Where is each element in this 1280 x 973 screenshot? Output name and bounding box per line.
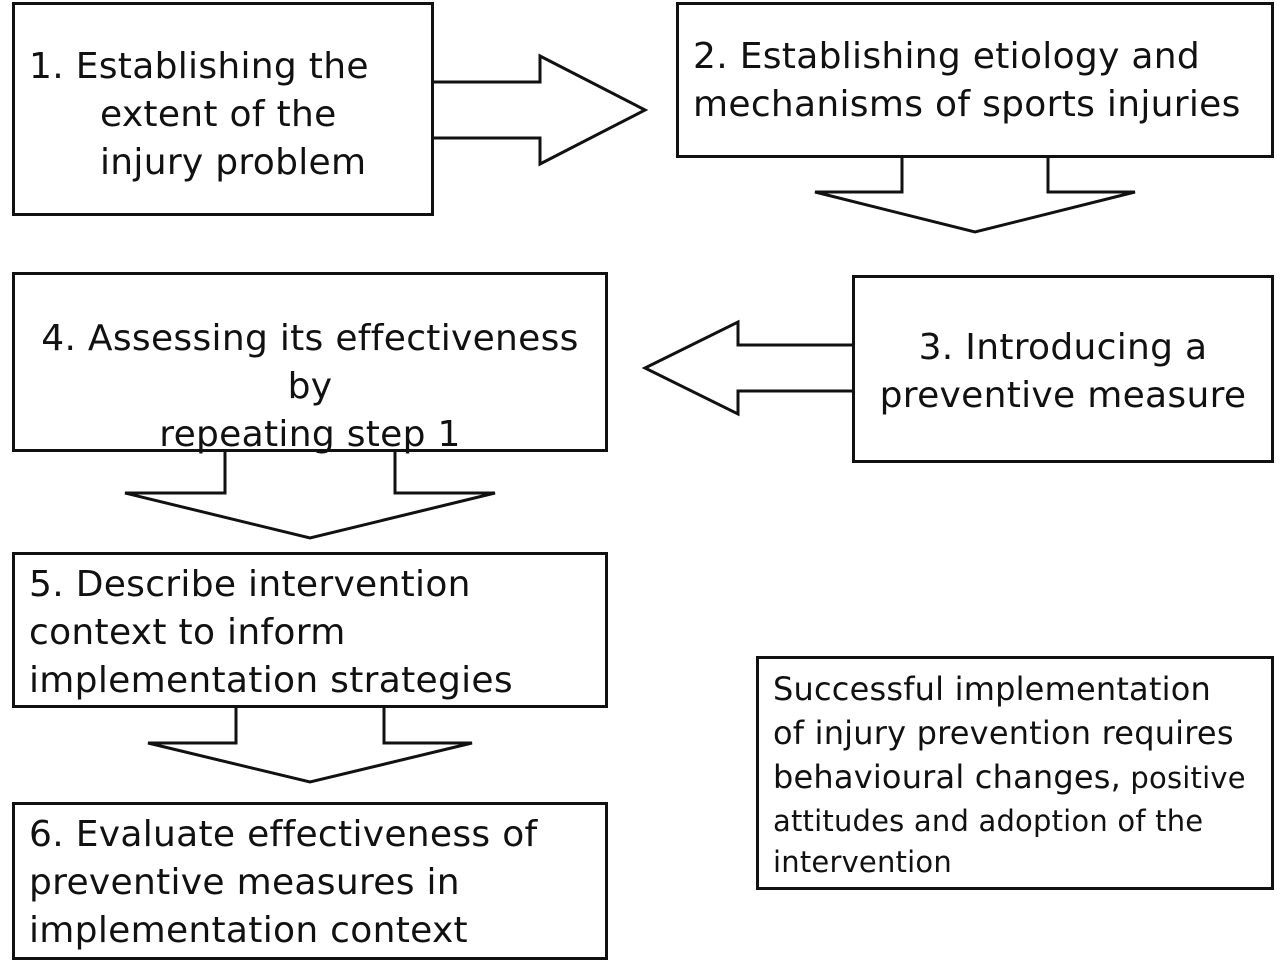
arrow-step5-to-step6 — [147, 704, 473, 784]
step-1-line-3: injury problem — [100, 142, 367, 183]
step-1-box: 1. Establishing the extent of the injury… — [12, 2, 434, 216]
implementation-note-box: Successful implementation of injury prev… — [756, 656, 1274, 890]
note-line-3: behavioural changes, positive — [773, 755, 1271, 800]
note-line-1: Successful implementation — [773, 670, 1211, 708]
step-3-box: 3. Introducing a preventive measure — [852, 275, 1274, 463]
note-line-3-main: behavioural changes, — [773, 758, 1122, 796]
step-6-line-1: 6. Evaluate effectiveness of — [29, 814, 538, 855]
step-5-line-3: implementation strategies — [29, 660, 513, 701]
step-3-line-1: 3. Introducing a — [918, 327, 1208, 368]
note-line-3-small: positive — [1121, 761, 1246, 795]
step-4-line-2: repeating step 1 — [159, 414, 461, 455]
note-line-2: of injury prevention requires — [773, 714, 1234, 752]
arrow-step1-to-step2 — [430, 53, 649, 167]
note-line-4: attitudes and adoption of the — [773, 804, 1204, 838]
step-6-line-3: implementation context — [29, 910, 468, 951]
arrow-step4-to-step5 — [124, 448, 496, 540]
step-4-box: 4. Assessing its effectiveness by repeat… — [12, 272, 608, 455]
step-1-line-1: 1. Establishing the — [29, 46, 369, 87]
step-3-line-2: preventive measure — [879, 375, 1247, 416]
step-2-line-2: mechanisms of sports injuries — [693, 84, 1241, 125]
step-4-line-1: 4. Assessing its effectiveness by — [41, 318, 579, 407]
arrow-step2-to-step3 — [814, 154, 1136, 234]
step-5-line-2: context to inform — [29, 612, 346, 653]
step-5-line-1: 5. Describe intervention — [29, 564, 471, 605]
note-line-5: intervention — [773, 845, 952, 879]
step-6-box: 6. Evaluate effectiveness of preventive … — [12, 802, 608, 960]
step-5-box: 5. Describe intervention context to info… — [12, 552, 608, 708]
step-2-box: 2. Establishing etiology and mechanisms … — [676, 2, 1274, 158]
step-2-line-1: 2. Establishing etiology and — [693, 36, 1201, 77]
step-1-line-2: extent of the — [100, 94, 337, 135]
step-6-line-2: preventive measures in — [29, 862, 460, 903]
arrow-step3-to-step4 — [641, 319, 856, 417]
